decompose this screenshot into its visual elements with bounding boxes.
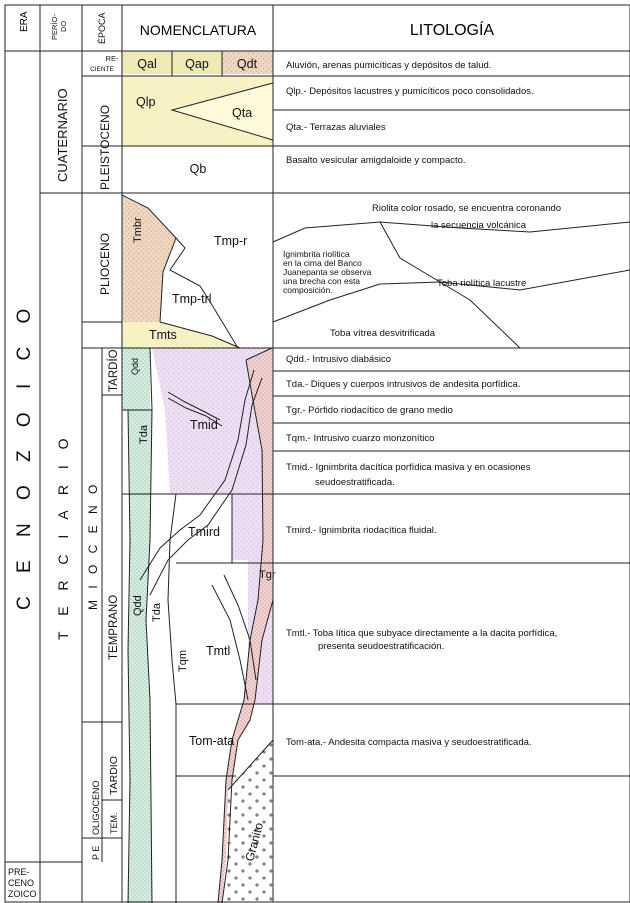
lith-tda: Tda.- Diques y cuerpos intrusivos de and… <box>286 379 520 390</box>
lith-tmid-1: Tmid.- Ignimbrita dacítica porfídica mas… <box>286 462 531 473</box>
unit-tda-low: Tda <box>151 602 163 622</box>
unit-tmbr: Tmbr <box>132 217 144 243</box>
unit-qal: Qal <box>137 57 156 71</box>
lith-tmtl-2: presenta seudoestratificación. <box>318 641 444 652</box>
unit-qdd-low: Qdd <box>132 595 144 616</box>
era-pre-1: PRE- <box>8 867 30 877</box>
era-cenozoico: C E N O Z O I C O <box>14 300 35 610</box>
lith-riolita-2: la secuencia volcánica <box>431 220 527 231</box>
epoch-reciente-1: RE- <box>106 54 119 63</box>
header-periodo-2: DO <box>59 21 68 32</box>
subepoch-temprano: TEMPRANO <box>108 595 120 660</box>
unit-qlp: Qlp <box>136 95 156 109</box>
unit-tda-top: Tda <box>138 424 150 444</box>
subepoch-tardio-oligoceno: TARDIO <box>108 756 120 795</box>
era-pre-3: ZOICO <box>8 889 37 899</box>
lith-qlp: Qlp.- Depósitos lacustres y pumicíticos … <box>286 86 534 97</box>
tmts-fill <box>122 322 240 348</box>
lith-tmird: Tmird.- Ignimbrita riodacítica fluidal. <box>286 525 436 536</box>
subepoch-tem: TEM. <box>109 813 119 835</box>
lith-tgr: Tgr.- Pórfido riodacítico de grano medio <box>286 405 453 416</box>
unit-tom-ata: Tom-ata <box>189 734 234 748</box>
lith-aluvion: Aluvión, arenas pumicíticas y depósitos … <box>286 60 491 71</box>
unit-tmp-r: Tmp-r <box>214 234 247 248</box>
lith-tqm: Tqm.- Intrusivo cuarzo monzonítico <box>286 433 434 444</box>
header-era: ERA <box>19 11 30 32</box>
unit-qdd-top: Qdd <box>130 358 140 375</box>
qdd-top-fill <box>122 348 150 410</box>
unit-tmp-trl: Tmp-trl <box>172 292 212 306</box>
epoch-reciente-2: CIENTE <box>90 66 115 73</box>
lith-toba-lacustre: Toba riolítica lacustre <box>437 278 526 289</box>
unit-qap: Qap <box>185 57 209 71</box>
subepoch-tardio-mioceno: TARDÍO <box>107 349 120 392</box>
era-pre-2: CENO <box>8 878 34 888</box>
unit-tmid: Tmid <box>190 418 218 432</box>
period-terciario: T E R C I A R I O <box>55 432 71 640</box>
lith-tom-ata: Tom-ata.- Andesita compacta masiva y seu… <box>286 737 532 748</box>
lith-qb: Basalto vesicular amigdaloide y compacto… <box>286 155 466 166</box>
unit-qb: Qb <box>190 162 207 176</box>
epoch-p-e: P E <box>91 846 101 860</box>
unit-tmts: Tmts <box>149 328 177 342</box>
lith-riolita-1: Riolita color rosado, se encuentra coron… <box>372 203 561 214</box>
epoch-oligoceno: OLIGOCENO <box>91 780 101 835</box>
unit-qta: Qta <box>232 106 252 120</box>
tda-fill <box>128 410 152 903</box>
header-epoca: ÉPOCA <box>97 12 107 44</box>
unit-tqm: Tqm <box>177 650 189 672</box>
header-litologia: LITOLOGÍA <box>410 20 495 39</box>
lith-toba-vitrea: Toba vítrea desvitrificada <box>330 328 436 339</box>
lith-tmtl-1: Tmtl.- Toba lítica que subyace directame… <box>286 628 557 639</box>
lith-tmid-2: seudoestratificada. <box>315 477 395 488</box>
unit-qdt: Qdt <box>237 57 258 71</box>
header-nomenclatura: NOMENCLATURA <box>140 22 257 38</box>
epoch-mioceno: M I O C E N O <box>86 481 100 610</box>
epoch-plioceno: PLIOCENO <box>98 233 112 295</box>
lith-qta: Qta.- Terrazas aluviales <box>286 122 386 133</box>
unit-tmtl: Tmtl <box>206 644 230 658</box>
epoch-pleistoceno: PLEISTOCENO <box>98 105 112 190</box>
unit-tgr: Tgr <box>259 569 276 581</box>
header-periodo-1: PERÍO- <box>50 14 59 40</box>
unit-tmird: Tmird <box>188 525 220 539</box>
period-cuaternario: CUATERNARIO <box>55 88 70 182</box>
lith-ignimbrita-5: composición. <box>283 285 333 295</box>
lith-qdd: Qdd.- Intrusivo diabásico <box>286 354 391 365</box>
